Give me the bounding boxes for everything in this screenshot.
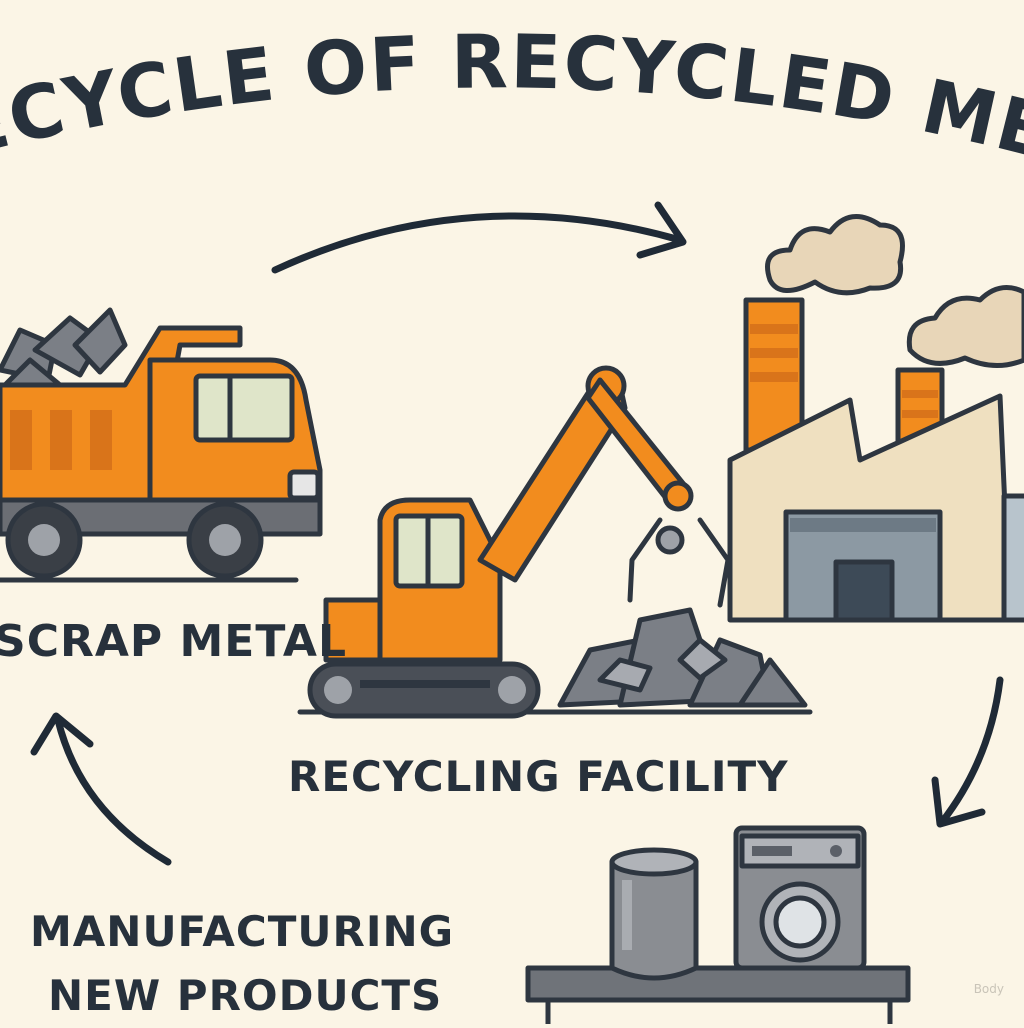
stage-label-manufacturing-line1: MANUFACTURING <box>30 907 455 956</box>
excavator-icon <box>297 365 813 719</box>
washing-machine-icon <box>733 825 867 971</box>
arrow-to-scrap <box>30 712 172 866</box>
metal-can-icon <box>609 847 699 981</box>
stage-label-scrap-metal: SCRAP METAL <box>0 616 348 667</box>
diagram-title: LIFECYCLE OF RECYCLED METAL <box>0 0 1024 205</box>
stage-label-recycling-facility: RECYCLING FACILITY <box>288 752 789 801</box>
new-products-icon <box>525 825 911 1024</box>
watermark-text: Body <box>973 982 1004 996</box>
arrow-to-products <box>931 676 1004 828</box>
factory-icon <box>727 214 1024 623</box>
stage-label-manufacturing-line2: NEW PRODUCTS <box>48 971 443 1020</box>
arrow-to-facility <box>271 201 687 274</box>
stage-label-manufacturing: MANUFACTURING NEW PRODUCTS <box>30 900 454 1028</box>
dump-truck-icon <box>0 307 323 583</box>
scrap-pile <box>557 607 808 708</box>
